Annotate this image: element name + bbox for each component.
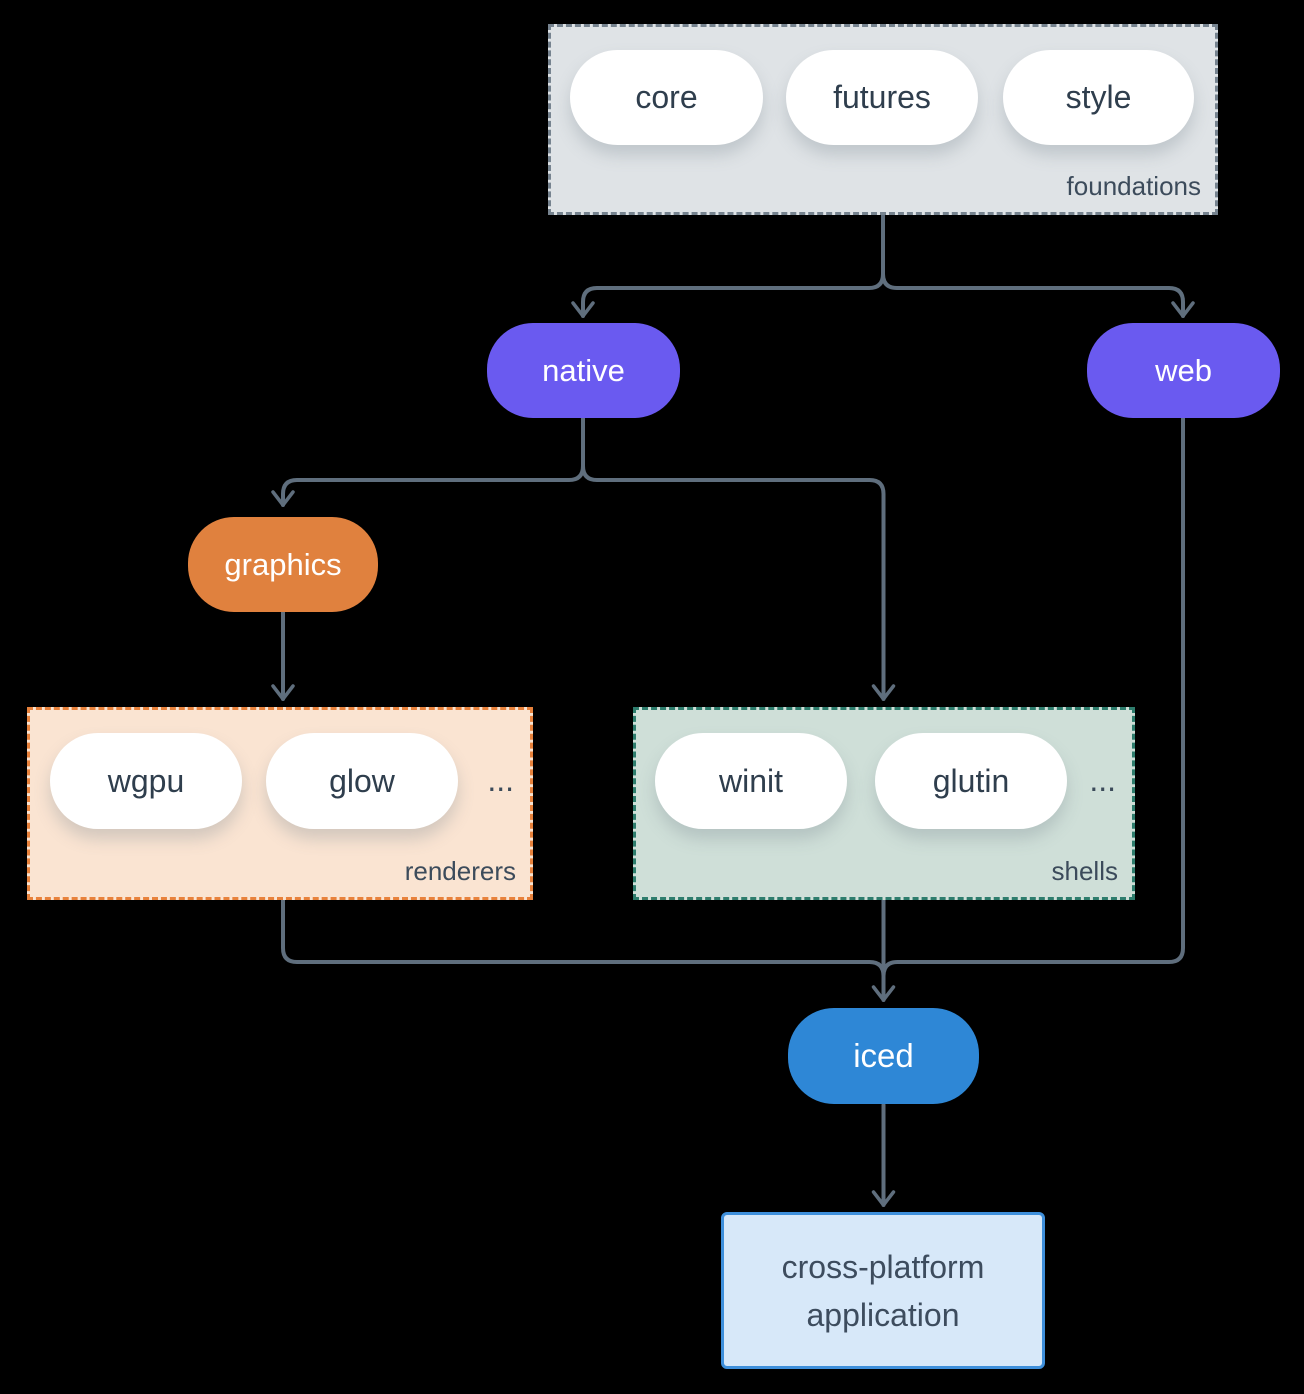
node-application-label: cross-platform application [781,1248,985,1333]
foundations-group-label: foundations [1066,171,1201,201]
renderers-group-box: wgpu glow ... renderers [27,707,533,900]
node-futures: futures [786,50,978,145]
node-futures-label: futures [833,79,931,115]
node-iced: iced [788,1008,979,1104]
connector-foundations-web [881,213,1195,318]
foundations-group-box: core futures style foundations [548,24,1218,215]
node-native: native [487,323,680,418]
node-glutin-label: glutin [932,762,1010,799]
node-glutin: glutin [875,733,1067,829]
node-wgpu-label: wgpu [107,762,185,799]
node-graphics: graphics [188,517,378,612]
node-web-label: web [1155,352,1212,388]
shells-group-box: winit glutin ... shells [633,707,1135,900]
node-style: style [1003,50,1194,145]
node-wgpu: wgpu [50,733,242,829]
shells-group-label: shells [1051,856,1118,886]
node-native-label: native [542,352,625,388]
node-cross-platform-application: cross-platform application [721,1212,1045,1369]
connector-native-graphics [271,416,585,507]
node-glow: glow [266,733,458,829]
node-winit-label: winit [718,762,783,799]
node-core-label: core [635,79,698,115]
node-style-label: style [1065,79,1132,115]
renderers-group-label: renderers [404,856,516,886]
shells-ellipsis: ... [1089,762,1116,798]
node-web: web [1087,323,1280,418]
connector-native-shells [581,416,896,701]
node-graphics-label: graphics [224,546,342,582]
connector-renderers-merge [281,898,886,978]
node-glow-label: glow [329,762,395,799]
connector-foundations-native [571,213,885,318]
node-winit: winit [655,733,847,829]
renderers-ellipsis: ... [487,762,514,798]
node-iced-label: iced [853,1037,914,1074]
node-core: core [570,50,763,145]
